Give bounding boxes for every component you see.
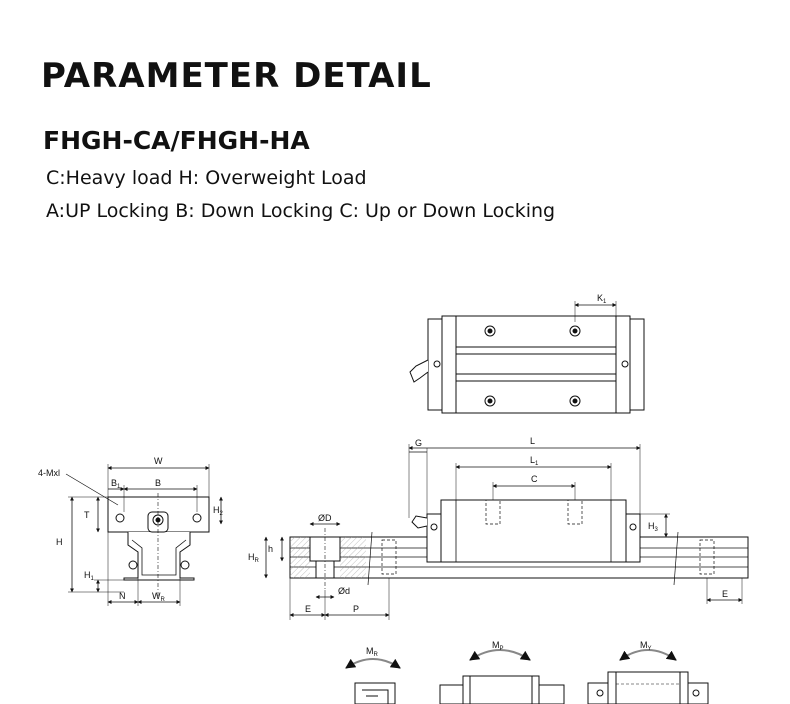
locking-type-description: A:UP Locking B: Down Locking C: Up or Do… bbox=[46, 200, 556, 222]
label-moment-pitch: MP bbox=[492, 640, 504, 652]
label-g: G bbox=[415, 438, 422, 448]
end-view-drawing bbox=[65, 464, 223, 606]
label-h1: H1 bbox=[84, 570, 95, 582]
label-moment-roll: MR bbox=[366, 646, 379, 658]
label-t: T bbox=[84, 510, 90, 520]
moment-diagrams bbox=[345, 649, 709, 704]
label-l: L bbox=[530, 436, 535, 446]
label-c: C bbox=[531, 474, 538, 484]
label-width: W bbox=[154, 456, 163, 466]
label-e: E bbox=[305, 604, 311, 614]
label-hole-diameter: Ød bbox=[338, 586, 350, 596]
label-e-right: E bbox=[722, 589, 728, 599]
load-type-description: C:Heavy load H: Overweight Load bbox=[46, 167, 367, 189]
model-name: FHGH-CA/FHGH-HA bbox=[43, 126, 310, 155]
label-hr: HR bbox=[248, 552, 260, 564]
label-counterbore-diameter: ØD bbox=[318, 513, 332, 523]
page-title: PARAMETER DETAIL bbox=[41, 56, 432, 96]
label-moment-yaw: MY bbox=[640, 640, 652, 652]
label-h2: H2 bbox=[213, 505, 224, 517]
top-view-drawing bbox=[409, 301, 645, 414]
label-k1: K1 bbox=[597, 293, 607, 305]
label-n: N bbox=[119, 591, 126, 601]
label-l1: L1 bbox=[530, 455, 539, 467]
label-h3: H3 bbox=[648, 521, 659, 533]
label-h: H bbox=[56, 537, 63, 547]
label-bolt-size: 4-Mxl bbox=[38, 468, 60, 478]
side-view-drawing bbox=[264, 444, 749, 620]
label-wr: WR bbox=[152, 591, 166, 603]
label-b1: B1 bbox=[111, 478, 121, 490]
label-b: B bbox=[155, 478, 161, 488]
label-counterbore-depth: h bbox=[268, 544, 273, 554]
label-p: P bbox=[353, 604, 359, 614]
